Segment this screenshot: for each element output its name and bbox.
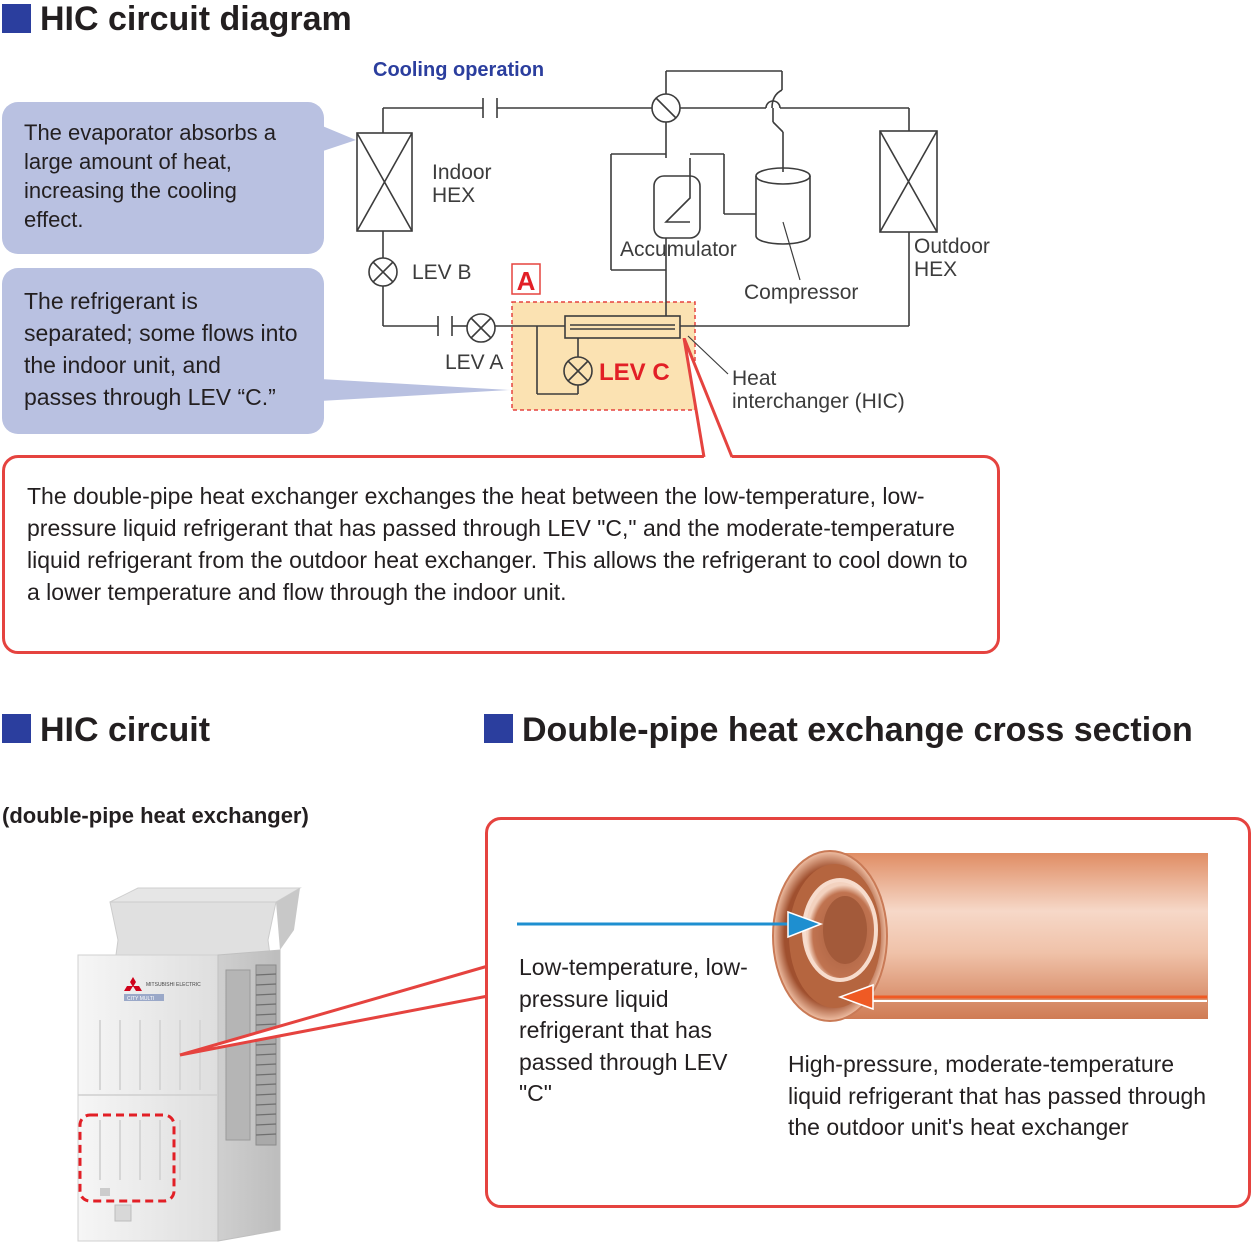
low-temp-description-text: Low-temperature, low-pressure liquid ref… [519, 954, 748, 1106]
hic-explanation-callout: The double-pipe heat exchanger exchanges… [2, 455, 1000, 654]
low-temp-description: Low-temperature, low-pressure liquid ref… [519, 952, 749, 1110]
section-square-icon [2, 4, 31, 33]
model-label: CITY MULTI [127, 996, 154, 1002]
accumulator-icon [653, 175, 701, 239]
section-square-icon [2, 714, 31, 743]
outdoor-unit-illustration: MITSUBISHI ELECTRIC CITY MULTI [77, 887, 302, 1242]
hic-label-1: Heat [732, 367, 777, 390]
callout-pointer [682, 338, 734, 458]
hic-highlight-region [511, 301, 696, 411]
mitsubishi-logo-icon [124, 977, 142, 991]
compressor-icon [755, 176, 811, 245]
indoor-hex-icon [356, 132, 413, 232]
outdoor-hex-label-2: HEX [914, 258, 957, 281]
section-title-cross: Double-pipe heat exchange cross section [522, 711, 1193, 749]
evaporator-bubble-text: The evaporator absorbs a large amount of… [24, 120, 276, 232]
indoor-hex-label-2: HEX [432, 184, 475, 207]
high-temp-description: High-pressure, moderate-temperature liqu… [788, 1049, 1228, 1144]
hic-explanation-text: The double-pipe heat exchanger exchanges… [27, 483, 968, 605]
evaporator-bubble: The evaporator absorbs a large amount of… [2, 102, 324, 254]
bubble-1-pointer [320, 125, 356, 152]
high-temp-description-text: High-pressure, moderate-temperature liqu… [788, 1051, 1207, 1140]
section-title-circuit: HIC circuit [40, 711, 211, 749]
lev-b-label: LEV B [412, 261, 472, 284]
outdoor-hex-label-1: Outdoor [914, 235, 990, 258]
lev-c-label: LEV C [599, 359, 670, 386]
brand-label: MITSUBISHI ELECTRIC [146, 982, 201, 988]
mode-label: Cooling operation [373, 59, 544, 81]
separation-bubble-text: The refrigerant is separated; some flows… [24, 288, 298, 410]
section-title-diagram: HIC circuit diagram [40, 0, 352, 38]
hic-label-2: interchanger (HIC) [732, 390, 905, 413]
section-square-icon [484, 714, 513, 743]
accumulator-label: Accumulator [620, 238, 737, 261]
bubble-2-pointer [320, 379, 510, 401]
indoor-hex-label-1: Indoor [432, 161, 492, 184]
lev-a-icon [466, 313, 496, 343]
unit-to-cross-pointer [179, 964, 489, 1057]
circuit-schematic: A Cooling operation Indoor HEX Outdoor H… [356, 59, 990, 413]
region-a-label: A [517, 266, 536, 296]
double-pipe-illustration [517, 850, 1208, 1022]
hic-location-highlight [78, 1113, 176, 1203]
circuit-subtitle: (double-pipe heat exchanger) [2, 803, 309, 828]
separation-bubble: The refrigerant is separated; some flows… [2, 268, 324, 434]
lev-a-label: LEV A [445, 351, 503, 374]
hic-pipe-icon [564, 315, 681, 339]
compressor-label: Compressor [744, 281, 858, 304]
